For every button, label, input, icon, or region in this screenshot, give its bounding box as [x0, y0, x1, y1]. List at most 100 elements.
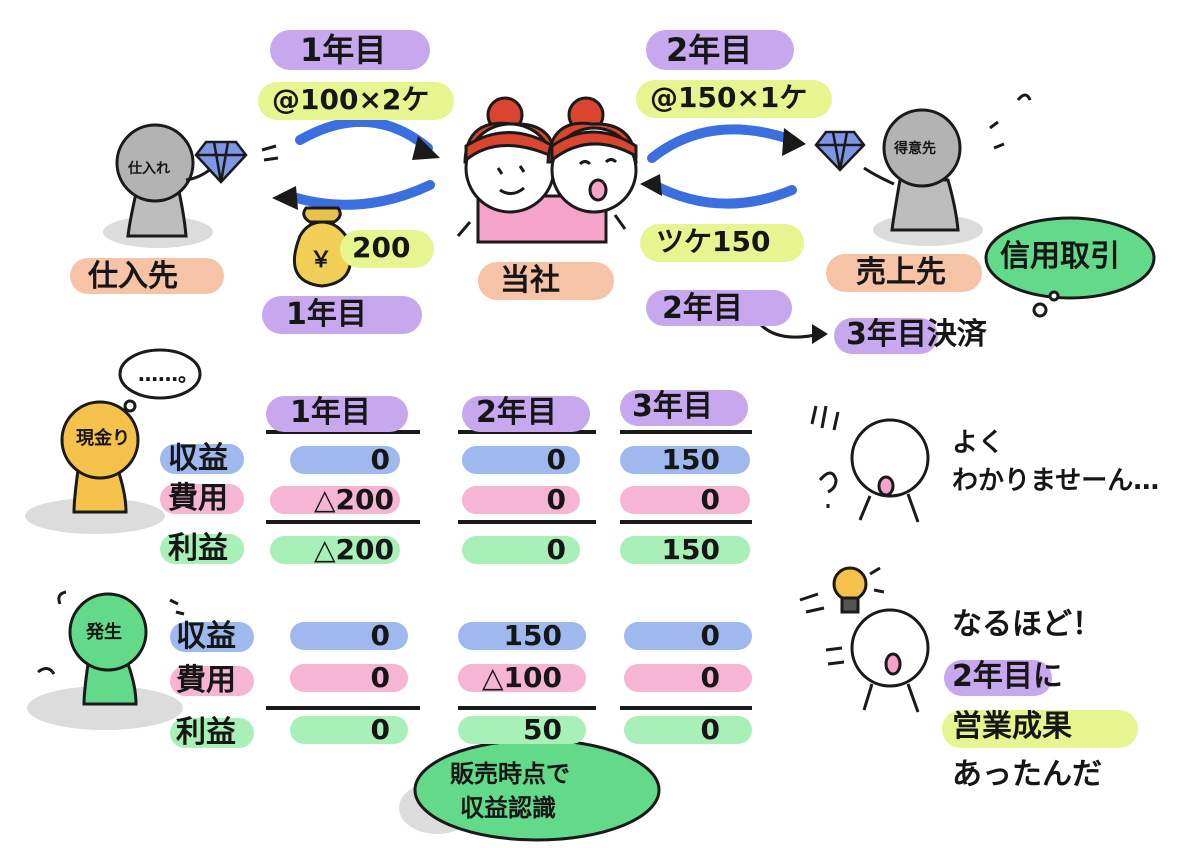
- cash-figure: [60, 348, 202, 514]
- cash-revenue-y2: 0: [546, 443, 566, 476]
- year2-bottom-highlight: [646, 290, 792, 326]
- accrual-revenue-y3: 0: [700, 619, 720, 652]
- accrual-revenue-y2: 150: [503, 619, 562, 652]
- accrual-profit-y1: 0: [370, 713, 390, 746]
- accrual-profit-label-highlight: [170, 718, 254, 748]
- cash-head-text: 現金り: [76, 428, 130, 449]
- header-year2: 2年目: [476, 395, 557, 430]
- diamond-icon: [814, 130, 866, 172]
- cash-profit-label: 利益: [168, 531, 228, 566]
- idea-line4: あったんだ: [952, 757, 1102, 792]
- year1-bottom-label: 1年目: [286, 297, 367, 332]
- diamond-icon: [194, 140, 248, 184]
- cash-profit-y1: △200: [314, 533, 394, 566]
- accrual-revenue-label: 収益: [176, 619, 236, 654]
- accrual-shadow: [27, 686, 183, 730]
- cash-profit-y1-cell: [270, 536, 400, 564]
- cash-cost-y3-cell: [620, 486, 750, 514]
- header-year1-highlight: [266, 396, 408, 432]
- flow-arrows: [285, 116, 797, 210]
- accrual-cost-y3-cell: [624, 664, 752, 692]
- customer-label: 売上先: [856, 255, 946, 290]
- supplier-head-text: 仕入れ: [128, 161, 170, 177]
- cash-cost-y2: 0: [546, 483, 566, 516]
- settle-arrowhead: [812, 324, 828, 344]
- year1-qty-label: @100×2ケ: [272, 83, 430, 116]
- accrual-cost-label-highlight: [170, 666, 254, 696]
- accrual-profit-y2-cell: [458, 716, 586, 744]
- accrual-revenue-y2-cell: [458, 622, 586, 650]
- accrual-profit-label: 利益: [176, 715, 236, 750]
- cash-cost-y2-cell: [462, 486, 580, 514]
- accrual-profit-y2: 50: [523, 713, 562, 746]
- accrual-profit-y3: 0: [700, 713, 720, 746]
- customer-head-text: 得意先: [894, 141, 936, 157]
- accrual-cost-label: 費用: [176, 663, 236, 698]
- cash-profit-y3: 150: [661, 533, 720, 566]
- cash-thought-text: ……。: [138, 362, 198, 386]
- cash-cost-y1: △200: [314, 483, 394, 516]
- cash-revenue-label: 収益: [168, 441, 228, 476]
- cash-amount-label: 200: [352, 231, 411, 264]
- supplier-label-highlight: [70, 258, 224, 294]
- accrual-revenue-y3-cell: [624, 622, 752, 650]
- accrual-revenue-y1-cell: [290, 622, 408, 650]
- accrual-note-line1: 販売時点で: [450, 760, 570, 788]
- table-rules: [266, 430, 752, 710]
- cash-profit-y3-cell: [620, 536, 750, 564]
- settle-label: 3年目決済: [846, 317, 987, 352]
- year2-qty-label: @150×1ケ: [650, 81, 808, 114]
- note-bubble: [399, 728, 661, 842]
- year1-bottom-highlight: [262, 296, 422, 334]
- accrual-cost-y2-cell: [458, 664, 586, 692]
- accrual-head-text: 発生: [86, 622, 122, 643]
- company-label-highlight: [478, 262, 614, 300]
- sparkle-marks: [261, 144, 279, 162]
- supplier-figure: [115, 123, 213, 238]
- confused-figure: [810, 405, 930, 523]
- accrual-cost-y3: 0: [700, 661, 720, 694]
- lightbulb-icon: [832, 566, 885, 614]
- idea-figure: [799, 592, 930, 713]
- cash-profit-y2-cell: [462, 536, 580, 564]
- cash-profit-y2: 0: [546, 533, 566, 566]
- tsuke-label: ツケ150: [656, 225, 771, 258]
- yen-mark: ￥: [310, 248, 333, 273]
- confused-line1: よく: [952, 428, 1005, 458]
- header-year1: 1年目: [290, 395, 371, 430]
- cash-profit-label-highlight: [160, 534, 244, 564]
- cash-revenue-y2-cell: [462, 446, 580, 474]
- cash-amount-highlight: [340, 230, 434, 268]
- idea-line1: なるほど！: [952, 607, 1102, 642]
- accrual-cost-y2: △100: [482, 661, 562, 694]
- cash-cost-y3: 0: [700, 483, 720, 516]
- accrual-revenue-y1: 0: [370, 619, 390, 652]
- cash-revenue-y3: 150: [661, 443, 720, 476]
- year1-top-highlight: [270, 30, 430, 70]
- cash-cost-label: 費用: [168, 481, 228, 516]
- customer-figure: [863, 93, 1032, 232]
- header-year3-highlight: [620, 390, 748, 426]
- header-year3: 3年目: [632, 389, 713, 424]
- idea-line2: 2年目に: [952, 659, 1063, 694]
- year2-bottom-label: 2年目: [662, 291, 743, 326]
- settle-highlight: [834, 318, 938, 354]
- cash-revenue-label-highlight: [160, 444, 244, 474]
- year1-qty-highlight: [258, 82, 454, 120]
- company-label: 当社: [500, 263, 560, 298]
- accrual-cost-y1-cell: [290, 664, 408, 692]
- cash-revenue-y1: 0: [370, 443, 390, 476]
- year2-top-highlight: [646, 30, 794, 70]
- accrual-profit-y3-cell: [624, 716, 752, 744]
- idea-line2-highlight: [944, 660, 1052, 696]
- arrow-heads: [272, 128, 806, 210]
- cash-cost-y1-cell: [270, 486, 400, 514]
- accrual-note-line2: 収益認識: [460, 794, 556, 822]
- year1-top-label: 1年目: [300, 31, 387, 69]
- header-year2-highlight: [462, 396, 590, 432]
- confused-line2: わかりませーん…: [952, 466, 1160, 496]
- accrual-cost-y1: 0: [370, 661, 390, 694]
- cash-cost-label-highlight: [160, 484, 244, 514]
